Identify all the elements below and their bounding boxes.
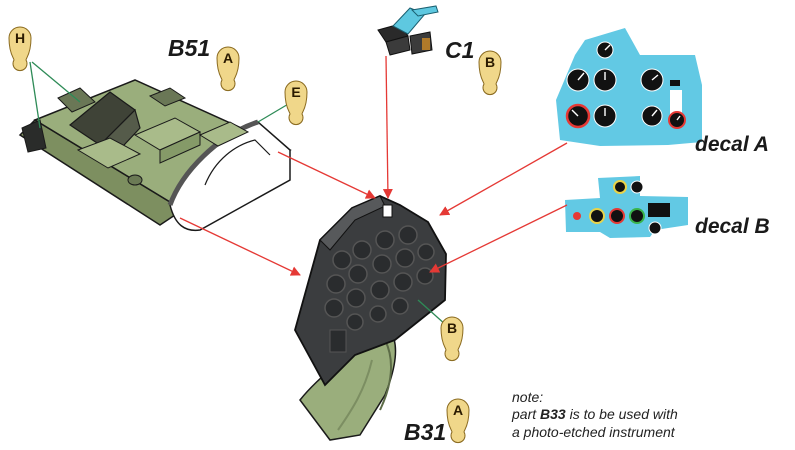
badge-c1-sprue: B	[478, 50, 502, 96]
leader-panel-b	[417, 299, 447, 326]
arrow-b51-to-panel-left	[179, 217, 301, 276]
note-line-2-prefix: part	[511, 406, 540, 422]
badge-h-shape	[8, 26, 32, 72]
leader-h-2	[31, 61, 81, 103]
arrow-c1-to-panel	[382, 55, 393, 199]
arrow-b51-to-panel-top	[277, 151, 376, 199]
note-part-b33: B33	[540, 406, 566, 422]
note-line-2-suffix: is to be used with	[566, 406, 678, 422]
badge-b31-shape	[446, 398, 470, 444]
badge-c1-shape	[478, 50, 502, 96]
badge-panel-shape	[440, 316, 464, 362]
part-b31-drawing	[294, 195, 447, 441]
badge-panel-letter: B	[447, 320, 457, 336]
badge-b51-shape	[216, 46, 240, 92]
assembly-arrows	[179, 55, 568, 276]
badge-h: H	[8, 26, 32, 72]
label-c1: C1	[445, 37, 474, 63]
arrow-decal-b-to-panel	[429, 204, 568, 273]
badge-e-shape	[284, 80, 308, 126]
decal-a-gauges	[565, 41, 686, 129]
note-block: note: part B33 is to be used with a phot…	[511, 389, 678, 440]
badge-c1-letter: B	[485, 54, 495, 70]
part-c1-drawing	[377, 5, 439, 56]
badge-b51-sprue: A	[216, 46, 240, 92]
badge-b51-letter: A	[223, 50, 233, 66]
badge-b31-sprue: A	[446, 398, 470, 444]
leader-h-1	[29, 61, 41, 129]
decal-a-sheet	[556, 28, 702, 146]
leader-e	[257, 102, 291, 123]
badge-b31-letter: A	[453, 402, 463, 418]
label-b31: B31	[404, 419, 446, 445]
badge-e-letter: E	[291, 84, 300, 100]
label-b51: B51	[168, 35, 210, 61]
label-decal-a: decal A	[695, 133, 769, 156]
decal-b-gauges	[573, 180, 670, 235]
decal-b-sheet	[565, 176, 688, 238]
note-line-3: a photo-etched instrument	[512, 424, 676, 440]
badge-panel-sprue: B	[440, 316, 464, 362]
badge-h-letter: H	[15, 30, 25, 46]
note-line-2: part B33 is to be used with	[511, 406, 678, 422]
leader-lines	[29, 61, 447, 326]
part-b51-drawing	[18, 79, 292, 232]
note-line-1: note:	[512, 389, 543, 405]
label-decal-b: decal B	[695, 215, 770, 238]
badge-e: E	[284, 80, 308, 126]
arrow-decal-a-to-panel	[439, 142, 568, 216]
